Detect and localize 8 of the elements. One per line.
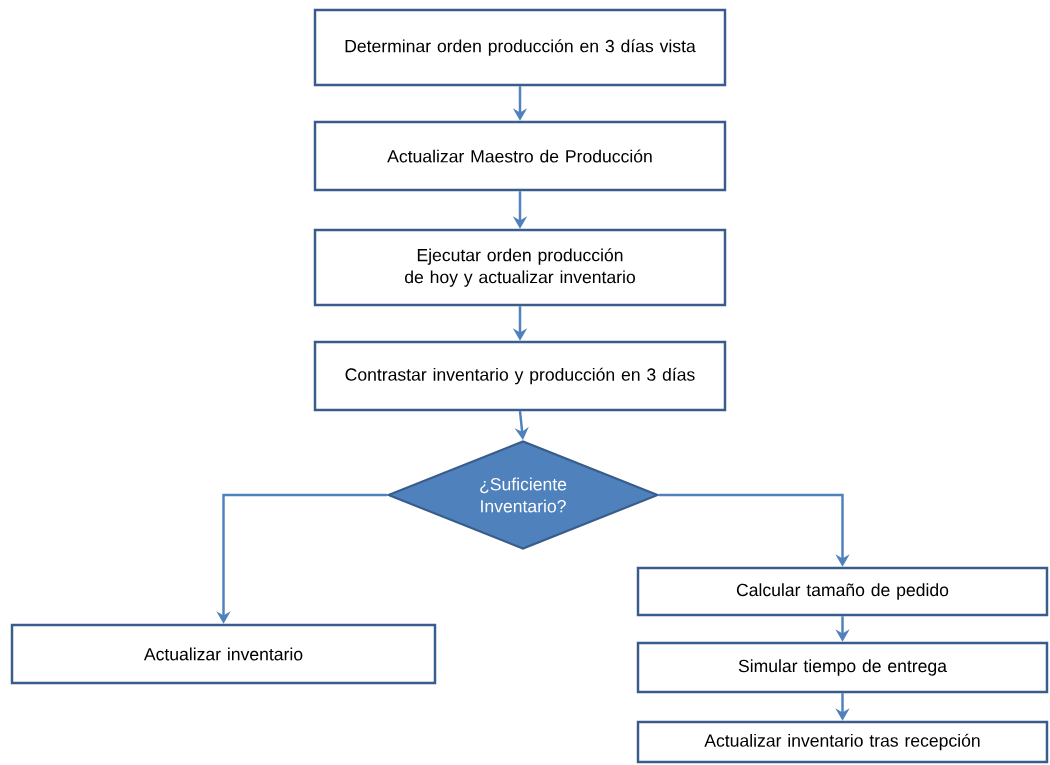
process-box: Determinar orden producción en 3 días vista xyxy=(313,8,727,87)
process-box: Actualizar Maestro de Producción xyxy=(313,120,727,192)
process-box: Ejecutar orden producción de hoy y actualizar inventario xyxy=(313,228,727,307)
process-box: Actualizar inventario xyxy=(10,623,437,685)
process-box: Actualizar inventario tras recepción xyxy=(636,720,1049,764)
process-box: Calcular tamaño de pedido xyxy=(636,566,1049,617)
process-box: Simular tiempo de entrega xyxy=(636,641,1049,694)
process-box: Contrastar inventario y producción en 3 días xyxy=(313,340,727,412)
